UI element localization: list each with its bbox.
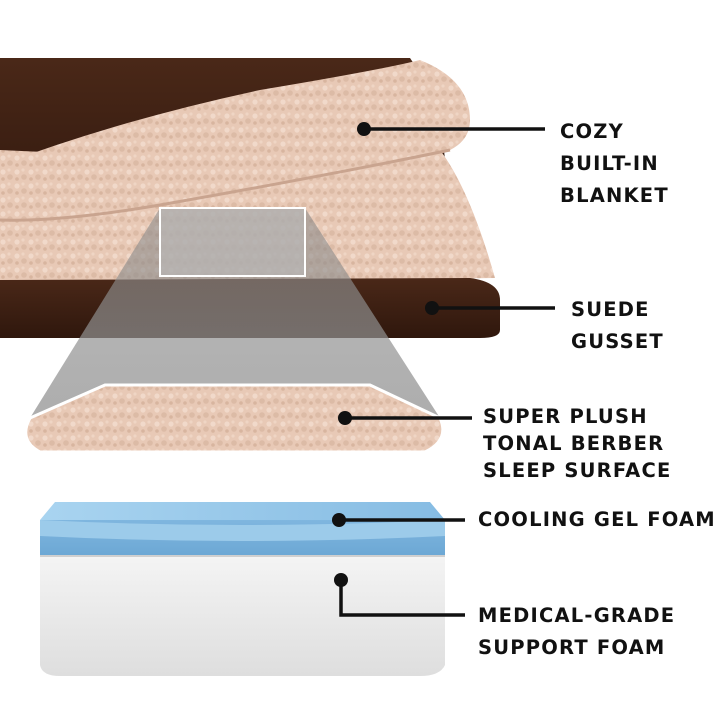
label-medical-grade-support-foam: MEDICAL-GRADE SUPPORT FOAM [478,604,676,659]
zoom-cone [30,208,440,418]
label-suede-gusset: SUEDE GUSSET [571,298,664,353]
blanket-flap [0,60,470,221]
label-super-plush-tonal-berber: SUPER PLUSH TONAL BERBER SLEEP SURFACE [483,405,672,482]
leader-lines [339,127,555,617]
label-cooling-gel-foam: COOLING GEL FOAM [478,508,716,531]
label-cozy-built-in-blanket: COZY BUILT-IN BLANKET [560,120,669,207]
callout-dots [332,122,439,587]
zoom-window [159,207,306,277]
